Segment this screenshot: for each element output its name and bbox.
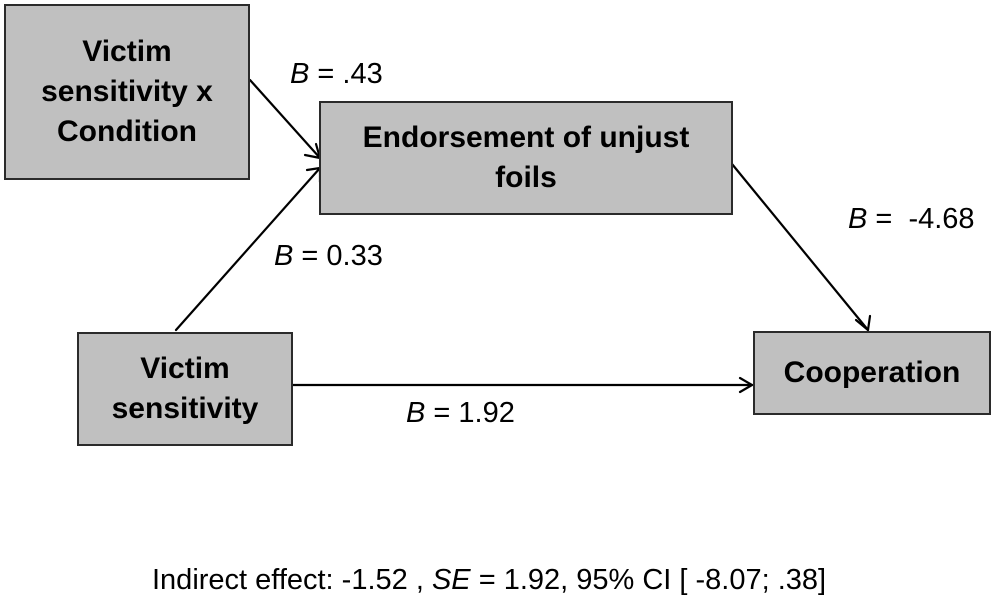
path-label-interaction-to-mediator: B = .43: [290, 58, 383, 90]
path-label-mediator-to-outcome: B = -4.68: [848, 203, 975, 235]
coefficient-value: = -4.68: [867, 203, 975, 235]
node-endorsement-of-unjust-foils: Endorsement of unjust foils: [319, 101, 733, 215]
coefficient-symbol: B: [406, 397, 426, 429]
node-label-line: Endorsement of unjust: [362, 121, 690, 154]
node-label-line: Condition: [57, 115, 197, 148]
node-label-line: Victim: [82, 35, 172, 68]
coefficient-value: = 1.92: [425, 397, 515, 429]
node-label-line: sensitivity x: [41, 75, 213, 108]
coefficient-symbol: B: [290, 58, 310, 90]
arrow-interaction-to-mediator: [248, 78, 322, 160]
arrowhead-mediator-to-outcome: [854, 314, 872, 332]
node-label-line: sensitivity: [111, 392, 259, 425]
coefficient-value: = .43: [309, 58, 383, 90]
node-label-line: foils: [495, 161, 557, 194]
path-label-predictor-to-outcome: B = 1.92: [406, 397, 515, 429]
path-label-predictor-to-mediator: B = 0.33: [274, 240, 383, 272]
indirect-effect-note: Indirect effect: -1.52 , SE = 1.92, 95% …: [152, 563, 826, 597]
coefficient-symbol: B: [274, 240, 294, 272]
footnote-se-symbol: SE: [431, 564, 471, 596]
node-label-line: Cooperation: [783, 356, 961, 389]
node-victim-sensitivity: Victim sensitivity: [77, 332, 293, 446]
arrow-mediator-to-outcome: [730, 162, 870, 332]
coefficient-value: = 0.33: [293, 240, 383, 272]
node-label-line: Victim: [140, 352, 230, 385]
node-cooperation: Cooperation: [753, 331, 991, 415]
arrow-predictor-to-mediator: [174, 166, 322, 332]
coefficient-symbol: B: [848, 203, 868, 235]
footnote-text: = 1.92, 95% CI [ -8.07; .38]: [470, 564, 827, 596]
footnote-text: Indirect effect: -1.52 ,: [152, 564, 432, 596]
node-victim-sensitivity-x-condition: Victim sensitivity x Condition: [4, 4, 250, 180]
arrowhead-predictor-to-outcome: [738, 376, 754, 394]
